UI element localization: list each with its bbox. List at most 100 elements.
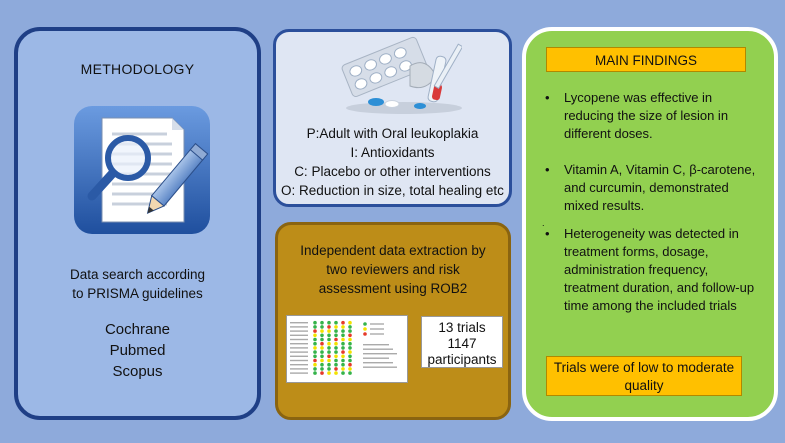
rob-dot [327,325,331,329]
rob-dot [320,346,324,350]
rob-dot [341,367,345,371]
finding-item: • Heterogeneity was detected in treatmen… [540,225,762,315]
rob-dot [341,320,345,325]
rob-dot [341,358,345,363]
rob-dot [327,333,331,338]
document-magnifier-pencil-icon [74,106,210,234]
methodology-description: Data search according to PRISMA guidelin… [28,265,247,303]
rob-dot [341,329,345,333]
methodology-panel: METHODOLOGY [14,27,261,420]
rob-dot [313,362,317,367]
findings-list: • Lycopene was effective in reducing the… [540,89,762,315]
rob-dot [348,371,352,375]
rob-legend-dot [363,332,367,336]
rob-dot [341,362,345,367]
rob-dot [348,341,352,346]
extraction-line: Independent data extraction by [300,243,486,258]
rob-dot [327,367,331,371]
main-findings-panel: MAIN FINDINGS • Lycopene was effective i… [522,27,778,421]
rob-dot [341,325,345,329]
bullet-icon: • [545,226,550,241]
trials-count: 13 trials [438,320,486,335]
rob-dot [341,341,345,346]
rob-dot [341,346,345,350]
rob-dot [348,337,352,342]
rob-dot [334,371,338,375]
rob-dot [348,320,352,325]
rob-dot [327,320,331,325]
rob-dot [327,346,331,350]
rob-dot [327,371,331,375]
rob-dot [348,362,352,367]
rob-dot [320,337,324,342]
finding-item: • Lycopene was effective in reducing the… [540,89,762,143]
rob-dot [334,329,338,333]
rob-dot [313,346,317,350]
rob-dot [334,341,338,346]
rob-dot [334,325,338,329]
rob-dot [313,329,317,333]
extraction-description: Independent data extraction by two revie… [286,241,500,298]
rob-dot [348,367,352,371]
rob2-traffic-light-table [286,315,408,383]
rob-dot [313,341,317,346]
data-extraction-panel: Independent data extraction by two revie… [275,222,511,420]
rob-dot [320,329,324,333]
rob-dot [313,371,317,375]
rob-dot [334,358,338,363]
bullet-icon: • [545,90,550,105]
methodology-title: METHODOLOGY [80,61,195,77]
rob-dot [334,320,338,325]
rob-dot [327,337,331,342]
pico-outcome: O: Reduction in size, total healing etc [281,183,504,198]
description-line: Data search according [69,267,206,282]
rob-dot [348,354,352,359]
rob-dot [334,354,338,359]
rob-dot [320,354,324,359]
description-line: to PRISMA guidelines [72,286,203,301]
rob-dot [327,362,331,367]
rob-dot [327,354,331,359]
rob-dot [313,325,317,329]
pico-comparison: C: Placebo or other interventions [294,164,491,179]
rob-dot [348,325,352,329]
database-item: Scopus [112,363,163,380]
pico-panel: P:Adult with Oral leukoplakia I: Antioxi… [273,29,512,207]
rob-dot [320,367,324,371]
pico-population: P:Adult with Oral leukoplakia [306,126,479,141]
database-item: Pubmed [109,342,166,359]
stray-mark: . [542,218,545,228]
rob-dot [313,320,317,325]
rob-dot [313,354,317,359]
rob-dot [320,358,324,363]
pills-syringe-icon [341,36,462,114]
rob-dot [327,341,331,346]
database-list: Cochrane Pubmed Scopus [18,319,257,382]
rob-dot [348,350,352,354]
rob-dot [313,367,317,371]
rob-dot [334,346,338,350]
rob-dot [334,362,338,367]
rob-dot [348,346,352,350]
rob-dot [320,341,324,346]
rob-dot [313,358,317,363]
rob-dot [341,333,345,338]
participants-label: participants [427,352,497,367]
pico-criteria: P:Adult with Oral leukoplakia I: Antioxi… [276,124,509,200]
findings-conclusion: Trials were of low to moderate quality [546,356,742,396]
rob-dot [320,371,324,375]
finding-text: Heterogeneity was detected in treatment … [564,226,755,313]
rob-dot [320,362,324,367]
rob-dot [348,333,352,338]
finding-text: Lycopene was effective in reducing the s… [564,90,729,141]
rob-dot [327,350,331,354]
participants-count: 1147 [447,336,477,351]
rob-dot [313,333,317,338]
bullet-icon: • [545,162,550,177]
rob-dot [341,337,345,342]
pico-intervention: I: Antioxidants [350,145,435,160]
trials-summary-box: 13 trials 1147 participants [421,316,503,368]
finding-item: • Vitamin A, Vitamin C, β-carotene, and … [540,161,762,215]
finding-text: Vitamin A, Vitamin C, β-carotene, and cu… [564,162,756,213]
rob-legend-dot [363,327,367,331]
